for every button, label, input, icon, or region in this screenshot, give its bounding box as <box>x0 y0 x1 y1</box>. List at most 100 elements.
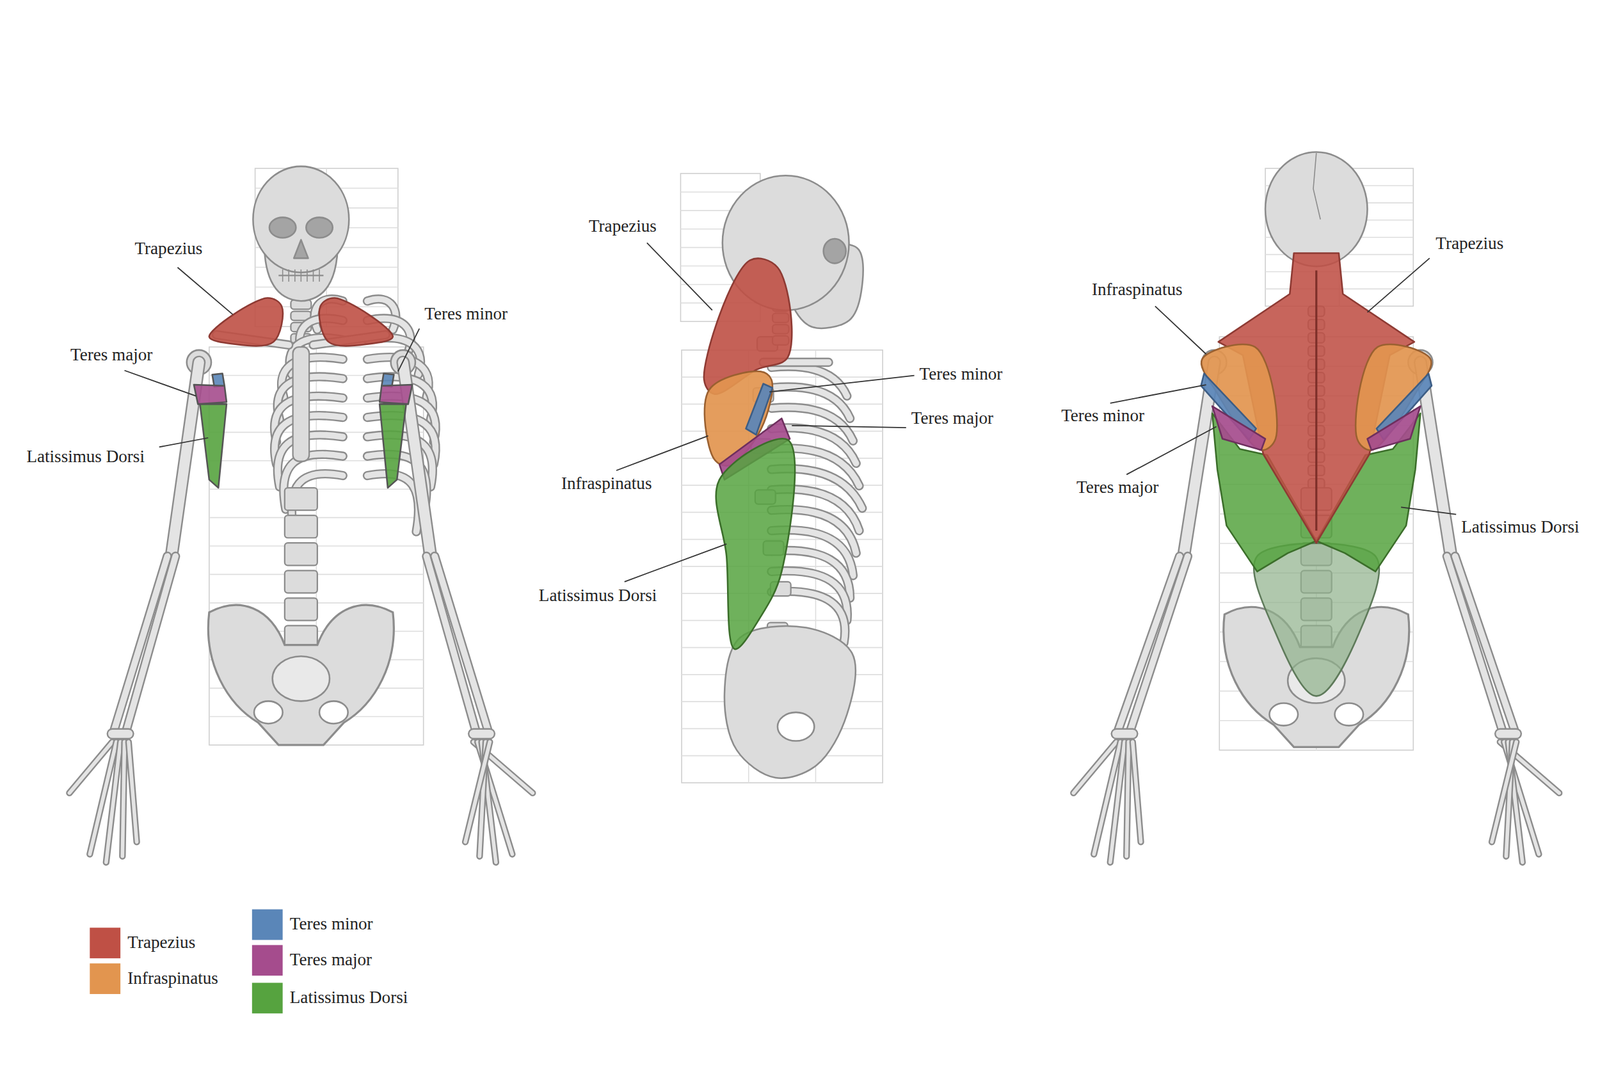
back-view <box>272 152 1560 1092</box>
finger-bone <box>106 741 121 863</box>
leader-line <box>624 544 727 582</box>
ulna <box>1130 556 1188 730</box>
leader-line <box>616 435 708 471</box>
finger-bone <box>465 741 490 842</box>
latissimus-dorsi-muscle <box>379 403 406 488</box>
finger-bone <box>128 741 137 842</box>
obturator-hole <box>1269 703 1298 726</box>
teres-major-muscle <box>193 384 227 404</box>
legend-text: Infraspinatus <box>127 967 219 990</box>
grid-line <box>681 620 883 622</box>
eye-socket <box>823 238 847 264</box>
infraspinatus-muscle <box>1201 344 1277 450</box>
ulna <box>126 556 176 730</box>
muscle-label: Teres major <box>1076 476 1159 500</box>
muscle-label: Infraspinatus <box>561 472 653 495</box>
radius <box>114 556 168 730</box>
finger-bone <box>122 741 125 857</box>
leader-line <box>647 242 713 310</box>
trapezius-muscle <box>319 298 393 347</box>
finger-bone <box>1110 741 1125 863</box>
carpal-bones <box>473 728 491 740</box>
radius <box>1447 556 1503 730</box>
finger-bone <box>1491 741 1517 842</box>
tooth <box>312 269 315 282</box>
teres-major-muscle <box>1212 406 1266 451</box>
carpal-bones <box>112 728 129 740</box>
muscle-label: Latissimus Dorsi <box>26 446 144 469</box>
legend-swatch <box>89 963 121 994</box>
leader-line <box>177 267 233 315</box>
legend-text: Teres major <box>289 949 372 972</box>
muscle-label: Infraspinatus <box>1091 278 1183 301</box>
radius <box>1118 556 1180 730</box>
tooth <box>300 269 303 282</box>
finger-bone <box>1126 741 1129 857</box>
eye-socket <box>305 217 333 239</box>
obturator-hole <box>1334 703 1364 726</box>
leader-lines <box>124 242 1457 582</box>
ulna <box>434 556 488 730</box>
vertebra <box>284 597 318 621</box>
tooth <box>282 269 284 282</box>
ulna <box>1455 556 1515 730</box>
teres-major-muscle <box>379 384 413 404</box>
side-view <box>680 173 883 783</box>
grid-frame <box>681 350 883 783</box>
legend-text: Trapezius <box>127 931 196 955</box>
obturator-hole <box>777 712 815 742</box>
muscle-label: Teres major <box>70 343 153 367</box>
ulna <box>434 556 488 730</box>
finger-bone <box>122 741 125 857</box>
legend-swatch <box>89 927 121 959</box>
obturator-hole <box>254 700 283 724</box>
pelvis <box>724 625 856 779</box>
leader-line <box>1155 305 1207 354</box>
muscle-label: Latissimus Dorsi <box>1461 516 1579 539</box>
lumbar-fascia <box>1253 543 1380 697</box>
latissimus-dorsi-muscle <box>200 403 227 488</box>
finger-bone <box>1132 741 1142 842</box>
teres-minor-muscle <box>746 383 773 435</box>
carpal-bones <box>1116 729 1133 738</box>
pelvic-inlet <box>272 656 330 701</box>
carpal-bones <box>1116 728 1133 740</box>
muscle-label: Trapezius <box>588 215 657 238</box>
carpal-bones <box>1500 729 1517 738</box>
leader-line <box>1126 426 1216 475</box>
finger-bone <box>128 741 137 842</box>
vertebra <box>284 487 318 511</box>
ulna <box>1130 556 1188 730</box>
leader-line <box>791 425 907 428</box>
finger-bone <box>106 741 121 863</box>
finger-bone <box>1110 741 1125 863</box>
skull-suture <box>1313 152 1321 220</box>
guide-grid <box>681 350 883 783</box>
leader-line <box>1367 257 1430 313</box>
muscle-label: Trapezius <box>134 237 203 260</box>
front-view <box>69 166 533 863</box>
cranium <box>1265 152 1368 267</box>
infraspinatus-muscle <box>1355 344 1432 450</box>
muscle-label: Teres major <box>911 407 994 430</box>
vertebra <box>284 542 318 566</box>
legend-swatch <box>252 944 283 976</box>
teres-major-muscle <box>1367 406 1421 451</box>
radius <box>426 556 476 730</box>
leader-line <box>1400 506 1456 514</box>
muscle-label: Teres minor <box>919 363 1003 386</box>
ulna <box>1455 556 1515 730</box>
leader-line <box>159 437 209 447</box>
trapezius-muscle <box>209 298 283 347</box>
finger-bone <box>1491 741 1517 842</box>
carpal-bones <box>1500 728 1517 740</box>
carpal-bones <box>112 729 129 738</box>
ulna <box>126 556 176 730</box>
vertebra <box>284 570 318 593</box>
radius <box>426 556 476 730</box>
legend-swatch <box>252 982 283 1014</box>
muscle-label: Teres minor <box>424 303 508 326</box>
muscle-label: Teres minor <box>1061 405 1145 428</box>
tooth <box>318 269 320 282</box>
tooth <box>306 269 308 282</box>
